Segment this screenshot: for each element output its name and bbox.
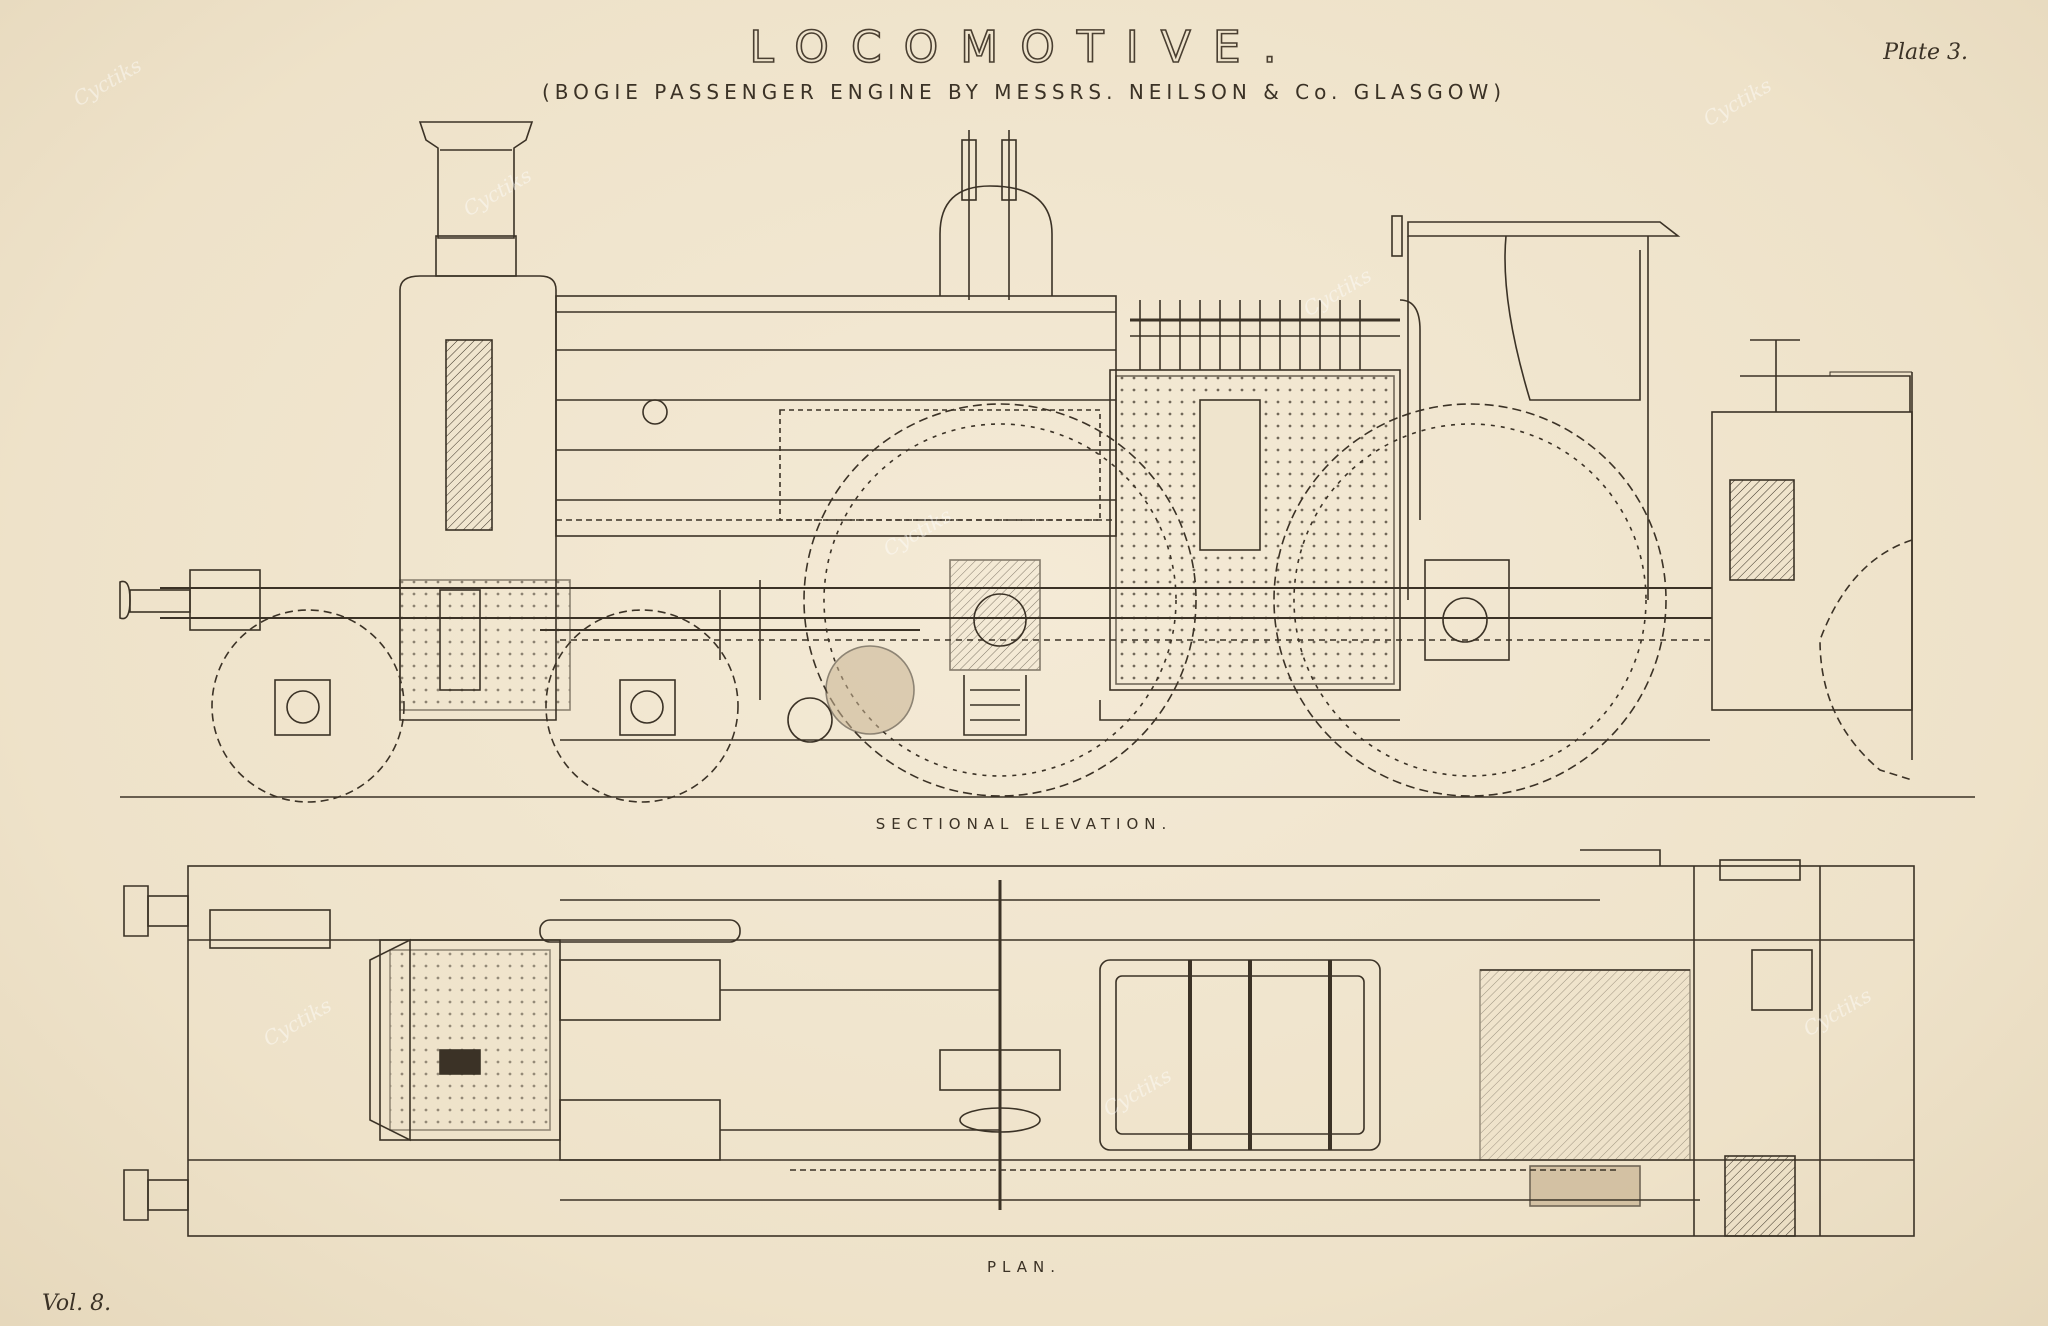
frames	[160, 587, 1712, 741]
plate-subtitle: (BOGIE PASSENGER ENGINE BY MESSRS. NEILS…	[541, 80, 1507, 104]
plan-driving-axle	[539, 880, 1061, 1210]
bogie-wheel-rear	[545, 609, 739, 803]
firebox	[1109, 299, 1421, 691]
bogie-wheel-front	[211, 609, 405, 803]
smokebox	[399, 275, 571, 721]
chimney	[418, 121, 534, 277]
valve-gear	[540, 580, 920, 743]
plan-buffer-lower	[123, 1169, 189, 1221]
trailing-wheel	[1273, 403, 1667, 797]
plan-firebox	[1099, 959, 1381, 1151]
plan-smokebox	[369, 938, 561, 1142]
plan-trailing-gear	[1479, 849, 1821, 1237]
steam-dome	[939, 130, 1053, 300]
tender-front	[1711, 339, 1913, 760]
plate-title: LOCOMOTIVE.	[749, 21, 1299, 74]
plan-view	[123, 849, 1915, 1237]
volume-label: Vol. 8.	[42, 1291, 112, 1316]
plan-buffer-upper	[123, 885, 189, 937]
sectional-elevation	[119, 121, 1975, 803]
plan-frame-outline	[187, 865, 1915, 1237]
tender-wheel	[1819, 539, 1913, 781]
front-buffer	[119, 569, 261, 631]
plate-number: Plate 3.	[1883, 40, 1968, 65]
caption-sectional-elevation: SECTIONAL ELEVATION.	[875, 815, 1173, 833]
driving-wheel	[803, 403, 1197, 797]
plan-cylinders	[209, 909, 1000, 1161]
cab	[1391, 215, 1681, 600]
boiler-barrel	[555, 295, 1117, 537]
caption-plan: PLAN.	[987, 1258, 1061, 1276]
firebox-stays	[1139, 300, 1361, 370]
